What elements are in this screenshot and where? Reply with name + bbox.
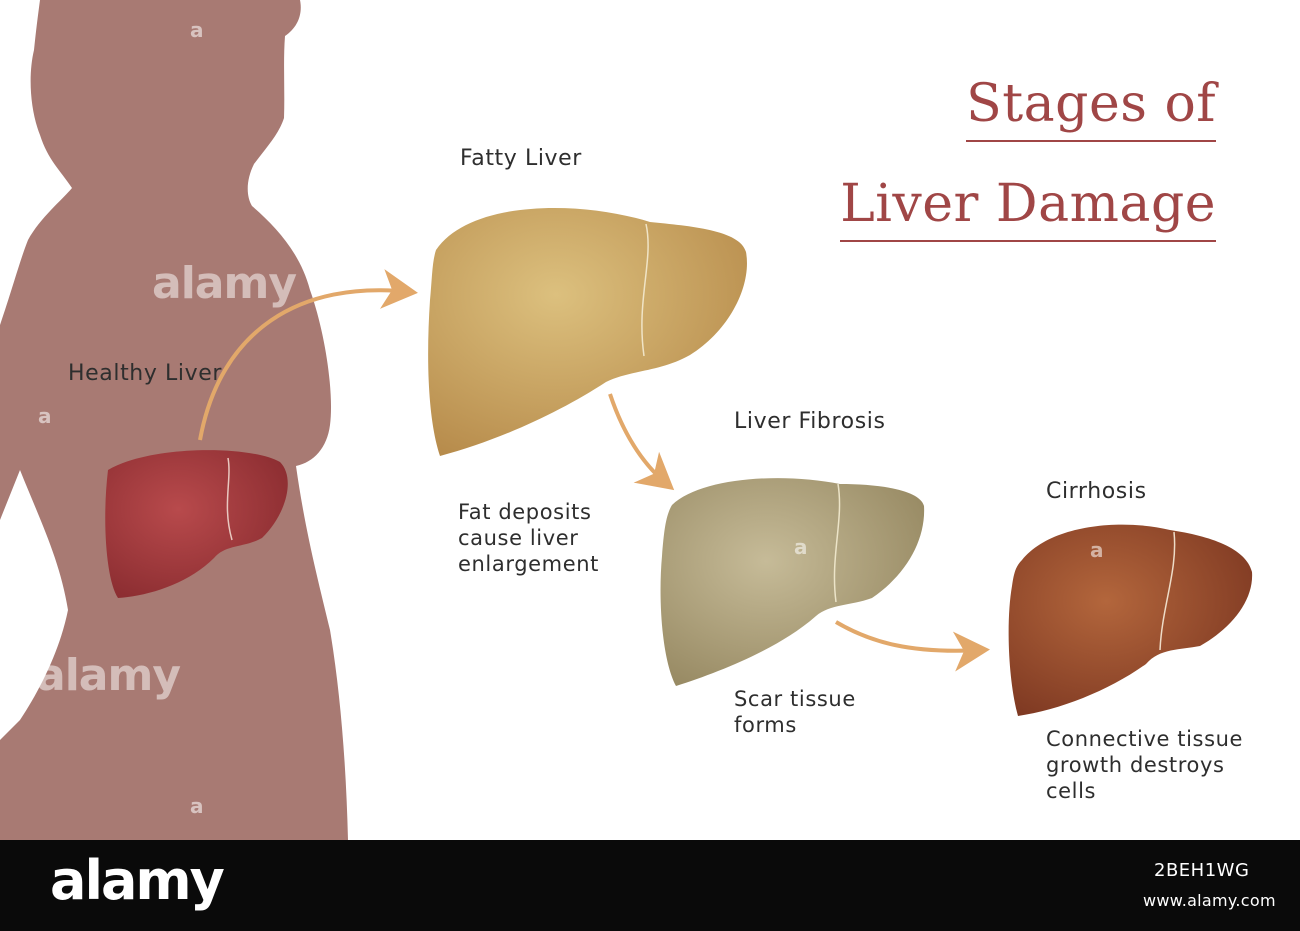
title-line-2: Liver Damage [840,178,1216,242]
label-cirrhosis: Cirrhosis [1046,479,1147,504]
arm-gap [0,470,68,740]
watermark-text: alamy [36,650,181,701]
desc-liver-fibrosis: Scar tissue forms [734,687,856,737]
body-silhouette [0,0,348,840]
alamy-logo: alamy [50,849,225,912]
diagram-canvas: Stages of Liver Damage Healthy Liver Fat… [0,0,1253,840]
watermark-mark: a [38,404,52,428]
label-healthy-liver: Healthy Liver [68,361,223,386]
image-id: 2BEH1WG [1154,860,1250,881]
label-fatty-liver: Fatty Liver [460,146,582,171]
arrow-fatty-to-fibrosis [608,393,675,491]
footer-bar: alamy 2BEH1WG www.alamy.com [0,840,1300,931]
watermark-mark: a [190,794,204,818]
fibrosis-liver [660,478,925,686]
watermark-mark: a [794,535,808,559]
arrow-fibrosis-to-cirrhosis [834,620,990,672]
title-underline-2 [840,240,1216,242]
watermark-text: alamy [152,258,297,309]
watermark-mark: a [1090,538,1104,562]
desc-fatty-liver: Fat deposits cause liver enlargement [458,500,599,576]
watermark-mark: a [190,18,204,42]
illustration [0,0,1253,840]
title-text-1: Stages of [966,74,1216,134]
arrow-healthy-to-fatty [198,269,418,441]
cirrhosis-liver [1008,524,1253,716]
title-underline-1 [966,140,1216,142]
title-text-2: Liver Damage [840,174,1216,234]
title-line-1: Stages of [966,78,1216,142]
fatty-liver [428,207,747,456]
desc-cirrhosis: Connective tissue growth destroys cells [1046,727,1244,803]
healthy-liver [105,450,288,598]
label-liver-fibrosis: Liver Fibrosis [734,409,886,434]
site-url: www.alamy.com [1143,891,1276,910]
